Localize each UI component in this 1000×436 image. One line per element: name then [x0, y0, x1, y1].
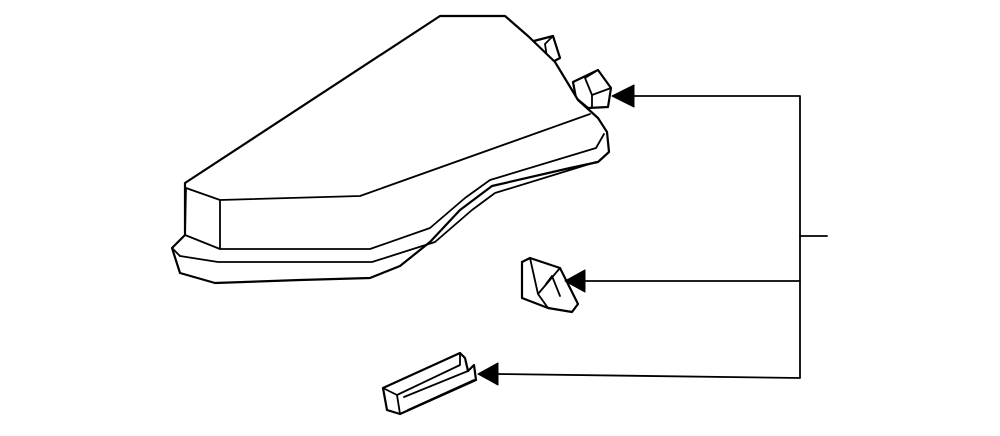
clip-body — [520, 256, 580, 314]
bracket-part — [381, 351, 478, 416]
arrowhead-clip — [564, 269, 586, 293]
arrowhead-bracket — [477, 362, 499, 386]
callout-leaders — [477, 84, 828, 386]
clip-inner — [545, 275, 561, 297]
arrowhead-cover — [611, 84, 635, 108]
cover-rim-upper — [219, 133, 605, 250]
bracket-body — [381, 351, 478, 416]
cover-part — [170, 14, 613, 285]
clip-part — [520, 256, 580, 314]
cover-rim-front — [171, 247, 181, 257]
cover-rim-lower — [179, 161, 597, 263]
cover-body — [170, 14, 611, 285]
leader-bracket-line — [496, 95, 801, 379]
cover-top-crease — [185, 113, 591, 201]
bracket-channel — [403, 370, 475, 411]
cover-side-tab-edge — [584, 69, 612, 108]
bracket-ridge — [382, 352, 461, 415]
